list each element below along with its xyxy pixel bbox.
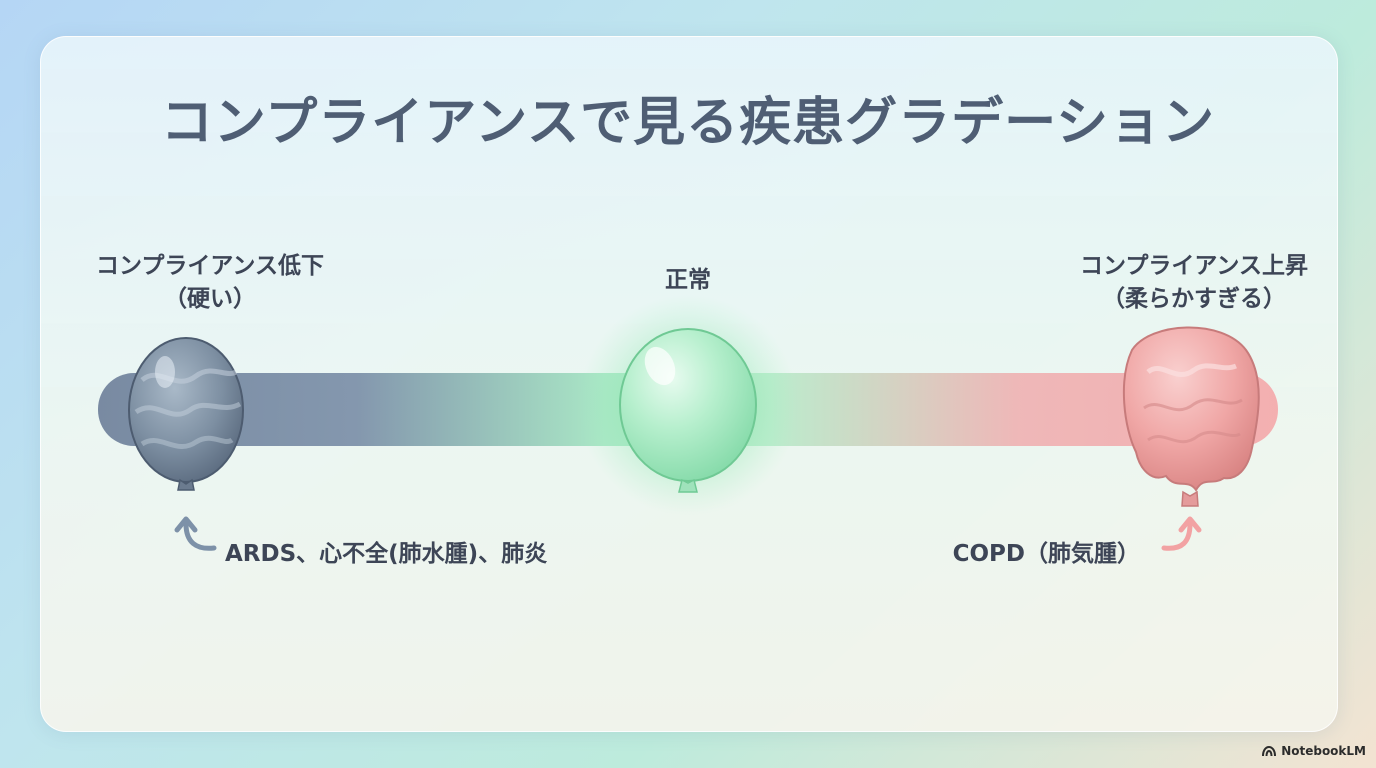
low-compliance-diseases: ARDS、心不全(肺水腫)、肺炎 [225,541,548,567]
notebooklm-brand: NotebookLM [1262,744,1366,758]
brand-text: NotebookLM [1281,744,1366,758]
page-title: コンプライアンスで見る疾患グラデーション [160,93,1216,153]
high-compliance-diseases: COPD（肺気腫） [952,541,1140,567]
right-arrow-icon [1161,516,1202,551]
low-compliance-label-line2: （硬い） [164,286,256,312]
low-compliance-label: コンプライアンス低下 （硬い） [40,250,380,316]
left-arrow-icon [174,516,217,551]
normal-label-text: 正常 [665,267,711,293]
normal-balloon-icon [619,328,757,493]
high-compliance-label-line2: （柔らかすぎる） [1102,286,1286,312]
notebooklm-logo-icon [1262,745,1277,756]
stiff-balloon-icon [128,337,244,491]
normal-label: 正常 [588,264,788,297]
high-compliance-label-line1: コンプライアンス上昇 [1080,253,1308,279]
floppy-balloon-icon [1122,326,1260,507]
high-compliance-label: コンプライアンス上昇 （柔らかすぎる） [1024,250,1364,316]
low-compliance-label-line1: コンプライアンス低下 [96,253,324,279]
